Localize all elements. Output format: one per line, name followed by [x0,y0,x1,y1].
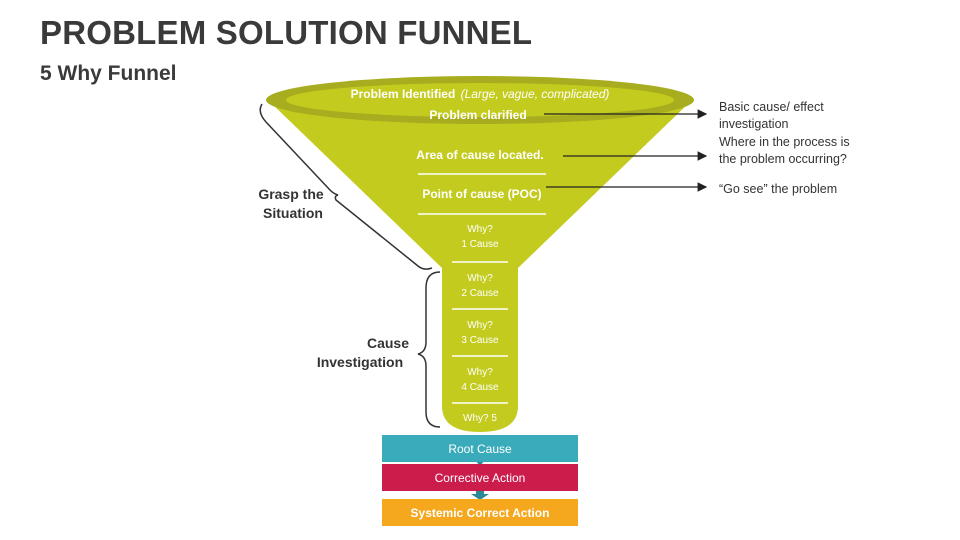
why-5-label: Why? 5 [463,413,497,424]
why-4-label: Why? [467,367,493,378]
problem-clarified-text: Problem clarified [429,108,526,122]
grasp-label-line2: Situation [263,205,323,221]
why-2-label: Why? [467,273,493,284]
corrective-action-box: Corrective Action [382,464,578,491]
note-basic-cause-line1: Basic cause/ effect [719,100,824,114]
point-of-cause-text: Point of cause (POC) [422,187,541,201]
area-of-cause-text: Area of cause located. [416,148,543,162]
systemic-action-box: Systemic Correct Action [382,499,578,526]
cause-label-line2: Investigation [317,354,403,370]
why-1-label: Why? [467,224,493,235]
cause-investigation-bracket [417,271,441,428]
why-1-cause: 1 Cause [461,239,499,250]
down-arrow-icon [471,490,489,500]
grasp-label-line1: Grasp the [258,186,324,202]
why-4-cause: 4 Cause [461,382,499,393]
why-3-cause: 3 Cause [461,335,499,346]
page-title: PROBLEM SOLUTION FUNNEL [40,14,533,51]
funnel-rim-inner [286,83,674,117]
note-go-see: “Go see” the problem [719,182,837,196]
page-subtitle: 5 Why Funnel [40,62,177,85]
note-basic-cause-line2: investigation [719,117,789,131]
grasp-situation-bracket [259,103,433,270]
note-where-line2: the problem occurring? [719,152,847,166]
root-cause-box: Root Cause [382,435,578,462]
why-2-cause: 2 Cause [461,288,499,299]
cause-label-line1: Cause [367,335,409,351]
funnel-body [268,100,692,432]
why-3-label: Why? [467,320,493,331]
problem-identified-text: Problem Identified (Large, vague, compli… [351,87,610,101]
note-where-line1: Where in the process is [719,135,850,149]
